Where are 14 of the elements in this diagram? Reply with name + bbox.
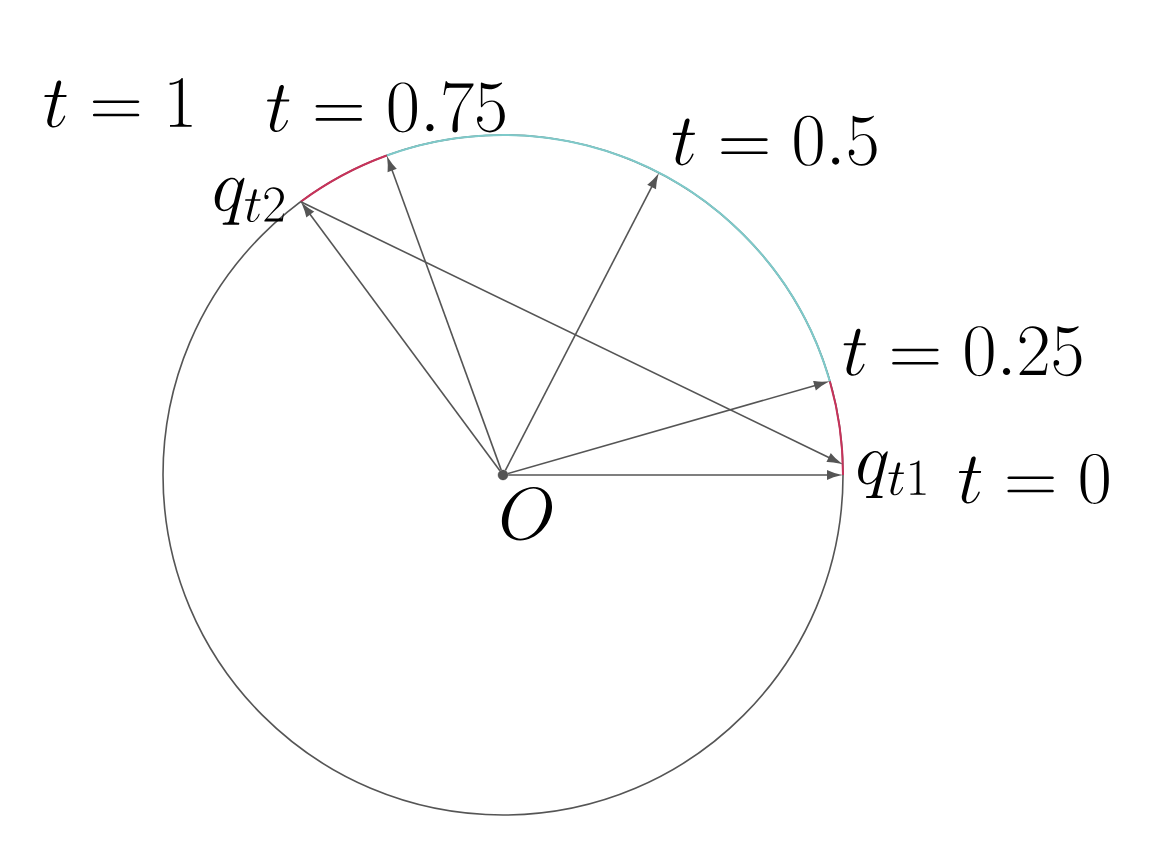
arrow (507, 470, 840, 480)
point-label: $O$ (501, 486, 553, 541)
point-label: $q_{t1}$ (858, 451, 926, 499)
arrow (507, 381, 827, 475)
arrow (299, 200, 841, 464)
parameter-label: $t = 1$ (44, 77, 192, 128)
point-label: $q_{t2}$ (214, 177, 284, 225)
point-label: $t = 0.5$ (672, 115, 877, 166)
point-label: $t = 0.25$ (843, 326, 1082, 377)
arrow (387, 158, 503, 471)
arrow (504, 175, 658, 472)
parameter-label: $t = 0$ (958, 453, 1109, 504)
point-label: $t = 0.75$ (267, 81, 505, 133)
arrow (302, 204, 501, 472)
